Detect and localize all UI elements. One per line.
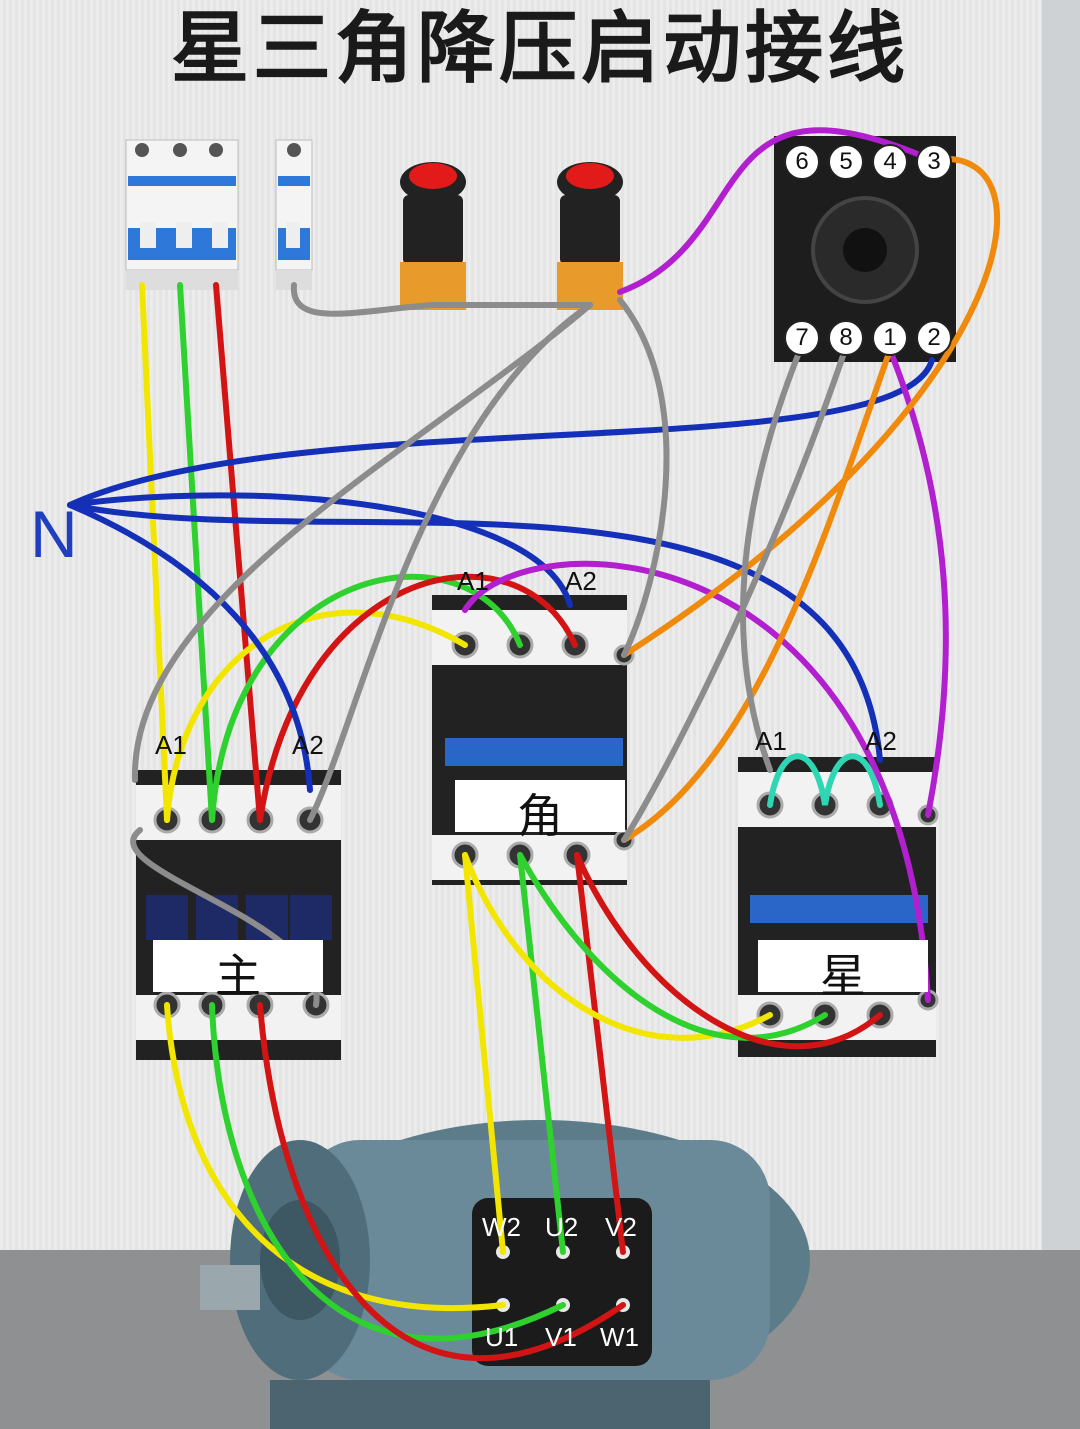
main-contactor-label: 主 xyxy=(153,940,323,1003)
wire-star-short xyxy=(767,753,883,808)
wire-neutral-1 xyxy=(67,357,935,508)
wire-gray-relay-8 xyxy=(621,347,848,843)
wires xyxy=(67,127,1001,1361)
relay-terminal-3: 3 xyxy=(916,144,952,180)
wire-gray-relay-7 xyxy=(740,347,803,773)
wire-l2-green xyxy=(177,282,215,823)
relay-terminal-4: 4 xyxy=(872,144,908,180)
wire-yellow-main-delta xyxy=(164,609,468,823)
wire-red-main-delta xyxy=(257,573,578,823)
relay-terminal-1: 1 xyxy=(872,320,908,356)
motor xyxy=(200,1120,810,1429)
motor-terminal-w2: W2 xyxy=(482,1212,521,1242)
wire-neutral-3 xyxy=(67,502,883,763)
wire-green-delta-star xyxy=(517,852,828,1041)
relay-terminal-5: 5 xyxy=(828,144,864,180)
wire-gray-button-delta xyxy=(617,297,670,658)
delta-a2-label: A2 xyxy=(565,566,597,596)
wire-l3-red xyxy=(213,282,263,823)
wire-red-delta-star xyxy=(574,852,883,1050)
relay-terminal-6: 6 xyxy=(784,144,820,180)
delta-contactor-label: 角 xyxy=(455,780,625,843)
page-title: 星三角降压启动接线 xyxy=(170,4,909,94)
star-a2-label: A2 xyxy=(865,726,897,756)
motor-terminal-w1: W1 xyxy=(600,1322,639,1352)
start-button xyxy=(557,162,623,310)
wire-gray-breaker-button xyxy=(290,282,593,317)
wire-green-main-motor xyxy=(209,1002,566,1342)
star-a1-label: A1 xyxy=(755,726,787,756)
motor-terminal-v2: V2 xyxy=(605,1212,637,1242)
motor-terminal-u2: U2 xyxy=(545,1212,579,1242)
main-a2-label: A2 xyxy=(292,730,324,760)
motor-terminal-u1: U1 xyxy=(485,1322,519,1352)
neutral-label: N xyxy=(30,497,78,571)
wire-purple-relay-star xyxy=(887,347,949,818)
pillar xyxy=(1042,0,1080,1250)
three-pole-breaker xyxy=(125,139,239,290)
wire-orange-relay-1 xyxy=(621,347,893,843)
wire-gray-button-main-no xyxy=(307,302,593,823)
star-contactor-label: 星 xyxy=(758,940,928,1003)
relay-terminal-2: 2 xyxy=(916,320,952,356)
wire-green-main-delta xyxy=(209,573,523,823)
wire-l1-yellow xyxy=(139,282,170,823)
wire-gray-button-main xyxy=(131,302,593,783)
wire-purple-relay-button xyxy=(617,127,935,295)
main-a1-label: A1 xyxy=(155,730,187,760)
wire-red-delta-motor xyxy=(574,852,626,1255)
wire-green-delta-motor xyxy=(517,852,566,1255)
wire-purple-delta-star xyxy=(462,560,931,1003)
stop-button xyxy=(400,162,466,310)
single-pole-breaker xyxy=(275,139,313,290)
motor-terminal-v1: V1 xyxy=(545,1322,577,1352)
relay-terminal-7: 7 xyxy=(784,320,820,356)
wire-neutral-4 xyxy=(67,502,313,793)
wire-yellow-delta-motor xyxy=(462,852,506,1255)
wire-yellow-main-motor xyxy=(164,1002,506,1312)
wire-red-main-motor xyxy=(257,1002,626,1361)
delta-a1-label: A1 xyxy=(457,566,489,596)
relay-terminal-8: 8 xyxy=(828,320,864,356)
